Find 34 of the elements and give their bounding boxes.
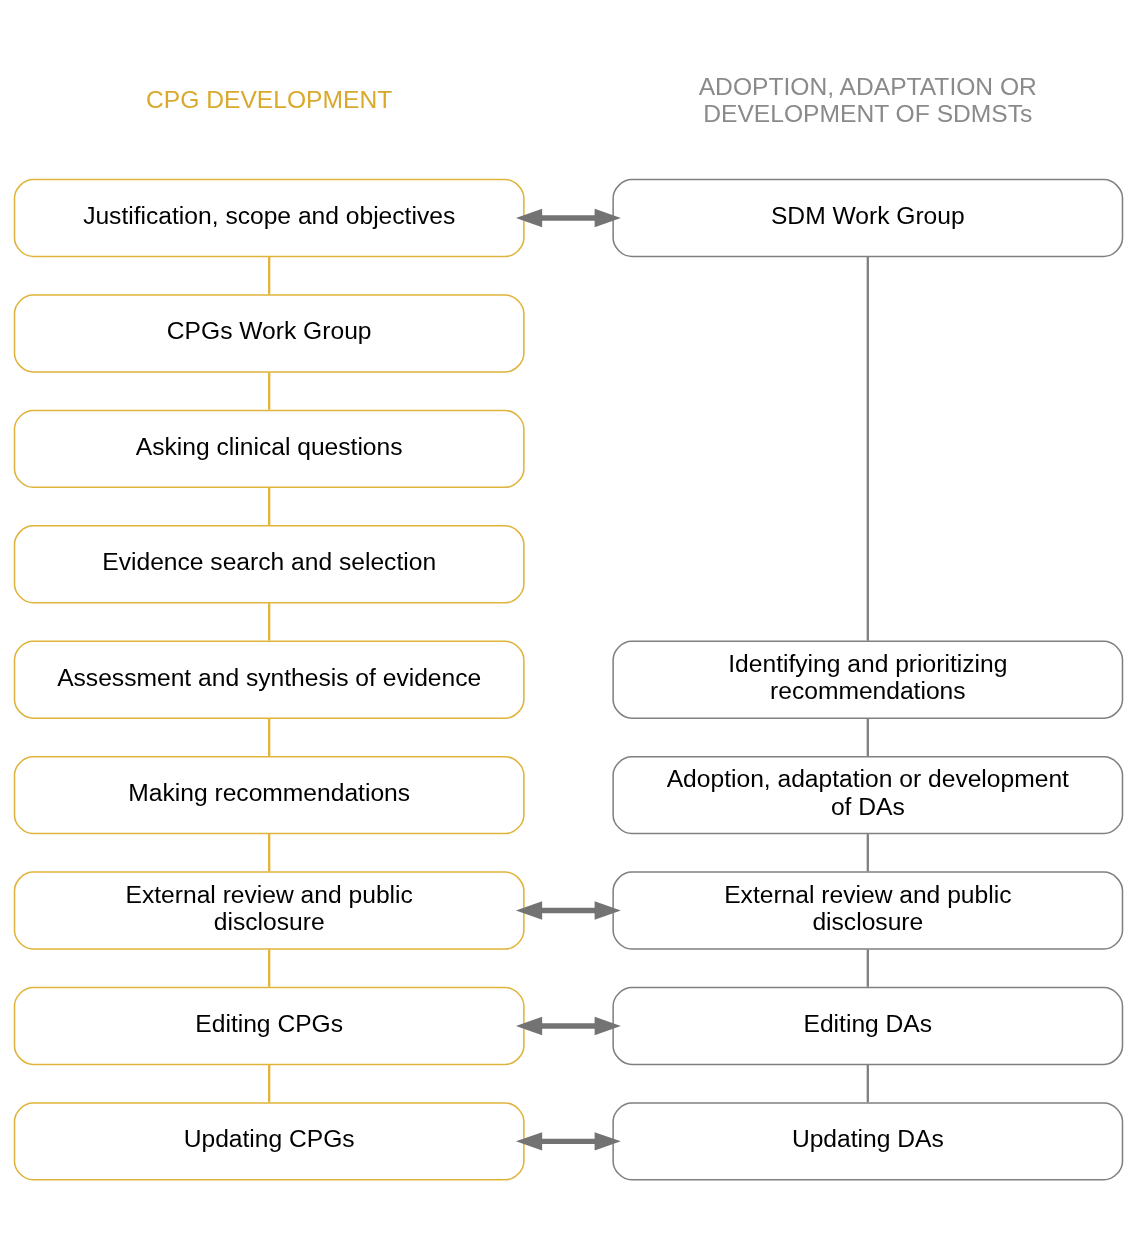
node-box: Asking clinical questions [13,409,525,489]
connector [866,718,869,756]
node-box: Justification, scope and objectives [13,178,525,258]
connector [268,834,271,872]
node-box: Editing DAs [612,986,1124,1066]
connector [268,372,271,410]
node-box: CPGs Work Group [13,294,525,373]
node-box: Updating DAs [612,1102,1124,1181]
connector [866,256,869,641]
node-box: Updating CPGs [13,1102,525,1181]
node-box: Adoption, adaptation or development of DAs [612,755,1124,835]
node-box: SDM Work Group [612,178,1124,258]
node-box: Making recommendations [13,755,525,835]
node-box: External review and public disclosure [612,871,1124,950]
node-box: Identifying and prioritizing recommendations [612,640,1124,719]
connector [268,949,271,987]
connector [866,1064,869,1103]
node-box: Editing CPGs [13,986,525,1066]
label: ADOPTION, ADAPTATION OR DEVELOPMENT OF SDMSTs [698,72,1037,128]
connector [866,834,869,872]
node-box: Evidence search and selection [13,525,525,604]
connector [268,718,271,756]
node-box: External review and public disclosure [13,871,525,950]
connector [268,487,271,526]
connector [866,949,869,987]
arrow [515,901,621,920]
connector [268,257,271,295]
arrow [515,1016,621,1036]
connector [268,1064,271,1103]
arrow [515,1132,621,1151]
arrow [515,208,621,228]
connector [268,603,271,641]
node-box: Assessment and synthesis of evidence [13,640,525,719]
label: CPG DEVELOPMENT [146,86,393,114]
